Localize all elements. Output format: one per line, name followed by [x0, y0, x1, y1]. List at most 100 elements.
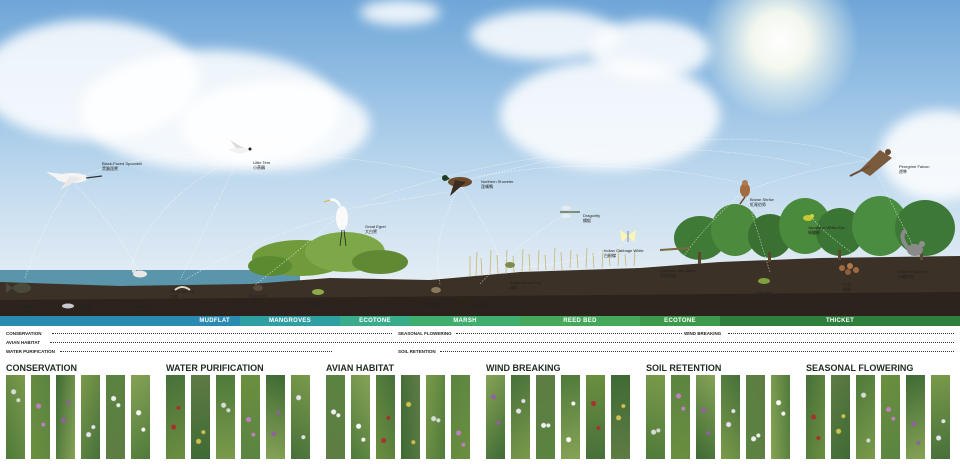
- plant-name-bar: [310, 376, 315, 456]
- plant-name-bar: [100, 376, 105, 456]
- plant-photo: [906, 375, 925, 459]
- egret-icon: [323, 198, 348, 247]
- squirrel-icon: [900, 228, 925, 256]
- plant-name-bar: [605, 376, 610, 456]
- skink-icon: [659, 247, 691, 251]
- plant-name-bar: [580, 376, 585, 456]
- zone-reed-bed: REED BED: [520, 316, 640, 326]
- plant-photo: [721, 375, 740, 459]
- category-conservation: CONSERVATION: [6, 363, 78, 373]
- shrike-icon: [739, 180, 750, 205]
- plant-name-bar: [150, 376, 155, 456]
- shrimp-icon: [174, 286, 191, 291]
- plant-photo: [131, 375, 150, 459]
- function-seasonal-flowering: SEASONAL FLOWERING: [398, 330, 452, 336]
- plant-photo: [831, 375, 850, 459]
- plant-photo: [216, 375, 235, 459]
- water-purification-range: [60, 351, 332, 352]
- plant-name-bar: [235, 376, 240, 456]
- plant-name-bar: [555, 376, 560, 456]
- plant-photo: [266, 375, 285, 459]
- plant-name-bar: [740, 376, 745, 456]
- plant-name-bar: [345, 376, 350, 456]
- plant-name-bar: [900, 376, 905, 456]
- function-water-purification: WATER PURIFICATION: [6, 348, 55, 354]
- reed-bed: [469, 247, 636, 277]
- plant-photo: [426, 375, 445, 459]
- zone-thicket: THICKET: [720, 316, 960, 326]
- plant-name-bar: [395, 376, 400, 456]
- conservation-range: [52, 333, 392, 334]
- zone-ecotone-2: ECOTONE: [640, 316, 720, 326]
- plant-name-bar: [530, 376, 535, 456]
- white-eye-icon: [803, 214, 814, 221]
- plant-name-bar: [420, 376, 425, 456]
- plant-photo: [746, 375, 765, 459]
- plant-name-bar: [210, 376, 215, 456]
- plant-photo: [56, 375, 75, 459]
- fruit-icon: [839, 263, 859, 275]
- plant-name-bar: [25, 376, 30, 456]
- plant-photo: [451, 375, 470, 459]
- thicket-trees: [674, 196, 955, 264]
- seasonal-flowering-range: [456, 333, 682, 334]
- plant-photo: [561, 375, 580, 459]
- plant-name-bar: [505, 376, 510, 456]
- plant-photo: [671, 375, 690, 459]
- plant-name-bar: [790, 376, 795, 456]
- plant-photo: [536, 375, 555, 459]
- plant-name-bar: [125, 376, 130, 456]
- plant-photo: [586, 375, 605, 459]
- spoonbill-icon: [46, 172, 103, 190]
- plant-photo: [291, 375, 310, 459]
- plant-photo: [81, 375, 100, 459]
- mangrove-cluster: [248, 232, 408, 276]
- plant-name-bar: [50, 376, 55, 456]
- category-seasonal-flowering: SEASONAL FLOWERING: [806, 363, 914, 373]
- category-wind-breaking: WIND BREAKING: [486, 363, 561, 373]
- avian-habitat-range: [50, 342, 954, 343]
- tern-icon: [228, 140, 252, 154]
- plant-name-bar: [185, 376, 190, 456]
- plant-name-bar: [630, 376, 635, 456]
- plant-photo: [6, 375, 25, 459]
- dragonfly-icon: [560, 206, 580, 218]
- plant-photo: [401, 375, 420, 459]
- plant-photo: [511, 375, 530, 459]
- plant-name-bar: [75, 376, 80, 456]
- butterfly-icon: [620, 230, 636, 242]
- function-wind-breaking: WIND BREAKING: [684, 330, 722, 336]
- habitat-zone-band: MUDFLAT MANGROVES ECOTONE MARSH REED BED…: [0, 316, 960, 326]
- plant-photo: [191, 375, 210, 459]
- plant-name-bar: [260, 376, 265, 456]
- plant-photo: [376, 375, 395, 459]
- wind-breaking-range: [728, 333, 954, 334]
- frog-icon: [505, 262, 515, 268]
- soil-retention-range: [440, 351, 954, 352]
- plant-name-bar: [665, 376, 670, 456]
- zone-mangroves: MANGROVES: [240, 316, 340, 326]
- plant-name-bar: [875, 376, 880, 456]
- plant-name-bar: [850, 376, 855, 456]
- plant-photo: [771, 375, 790, 459]
- plant-photo: [856, 375, 875, 459]
- plant-photo: [931, 375, 950, 459]
- plant-photo: [166, 375, 185, 459]
- category-water-purification: WATER PURIFICATION: [166, 363, 264, 373]
